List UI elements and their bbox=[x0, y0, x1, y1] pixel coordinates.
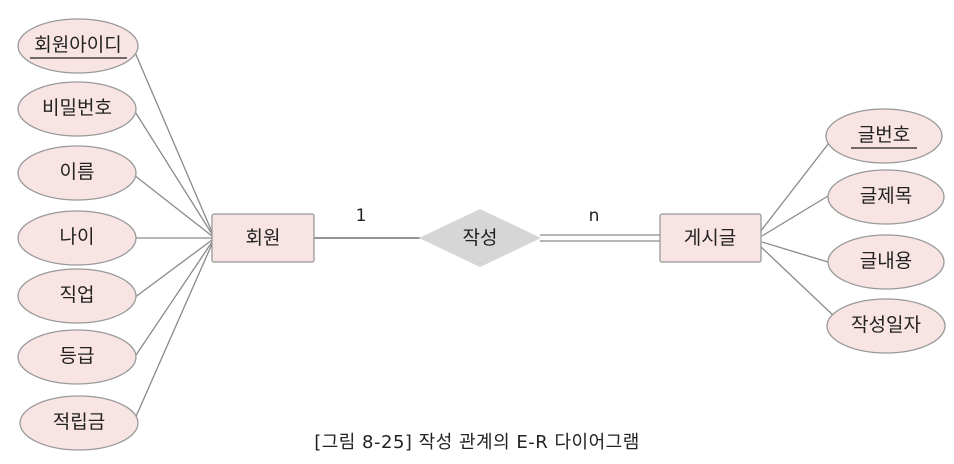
attribute-ellipse bbox=[827, 169, 945, 225]
connector-post-date bbox=[759, 245, 837, 319]
relationship-write: 작성 bbox=[419, 209, 541, 267]
attribute-ellipse bbox=[17, 81, 137, 137]
connector-password bbox=[133, 109, 213, 235]
entity-post-box bbox=[659, 213, 762, 263]
figure-caption: [그림 8-25] 작성 관계의 E-R 다이어그램 bbox=[314, 432, 640, 453]
entity-post: 게시글 bbox=[659, 213, 762, 263]
entity-member: 회원 bbox=[211, 213, 315, 263]
attribute-ellipse bbox=[826, 298, 946, 354]
attribute-label-age: 나이 bbox=[60, 226, 95, 248]
connector-post-number bbox=[759, 138, 833, 233]
attribute-ellipse bbox=[825, 108, 943, 164]
attribute-age: 나이 bbox=[17, 210, 137, 266]
attribute-password: 비밀번호 bbox=[17, 81, 137, 137]
attribute-name: 이름 bbox=[17, 145, 137, 201]
attribute-ellipse bbox=[17, 145, 137, 201]
attribute-ellipse bbox=[827, 234, 945, 290]
attribute-post-number: 글번호 bbox=[825, 108, 943, 164]
connector-post-title bbox=[761, 195, 829, 237]
connector-points bbox=[133, 243, 213, 422]
attribute-ellipse bbox=[17, 18, 139, 74]
attribute-member-id: 회원아이디 bbox=[17, 18, 139, 74]
attribute-grade: 등급 bbox=[17, 329, 137, 385]
member-attributes: 회원아이디 비밀번호 이름 나이 직업 등급 적립금 bbox=[17, 18, 139, 451]
attribute-label-job: 직업 bbox=[60, 284, 95, 306]
attribute-label-password: 비밀번호 bbox=[42, 97, 112, 119]
relationship-diamond bbox=[419, 209, 541, 267]
attribute-label-post-date: 작성일자 bbox=[851, 314, 921, 336]
connector-name bbox=[133, 174, 213, 237]
entity-member-label: 회원 bbox=[246, 227, 281, 249]
attribute-job: 직업 bbox=[17, 268, 137, 324]
connector-job bbox=[133, 239, 213, 299]
attribute-label-post-number: 글번호 bbox=[858, 124, 910, 146]
connector-grade bbox=[133, 241, 213, 359]
member-attribute-connectors bbox=[133, 49, 213, 422]
attribute-ellipse bbox=[17, 329, 137, 385]
connector-member-id bbox=[133, 49, 213, 233]
connector-post-content bbox=[761, 241, 829, 263]
post-attributes: 글번호 글제목 글내용 작성일자 bbox=[825, 108, 946, 354]
relationship-label: 작성 bbox=[463, 227, 498, 249]
attribute-post-content: 글내용 bbox=[827, 234, 945, 290]
entity-post-label: 게시글 bbox=[684, 227, 736, 249]
post-attribute-connectors bbox=[759, 138, 837, 319]
attribute-post-date: 작성일자 bbox=[826, 298, 946, 354]
attribute-label-grade: 등급 bbox=[60, 345, 95, 367]
attribute-label-post-content: 글내용 bbox=[860, 250, 912, 272]
attribute-ellipse bbox=[17, 268, 137, 324]
attribute-label-member-id: 회원아이디 bbox=[34, 34, 121, 56]
attribute-ellipse bbox=[19, 395, 139, 451]
cardinality-post-side: n bbox=[589, 206, 600, 226]
entity-member-box bbox=[211, 213, 315, 263]
attribute-points: 적립금 bbox=[19, 395, 139, 451]
attribute-ellipse bbox=[17, 210, 137, 266]
attribute-label-points: 적립금 bbox=[53, 411, 105, 433]
attribute-label-name: 이름 bbox=[60, 161, 95, 183]
attribute-label-post-title: 글제목 bbox=[860, 185, 912, 207]
attribute-post-title: 글제목 bbox=[827, 169, 945, 225]
cardinality-member-side: 1 bbox=[356, 206, 367, 226]
